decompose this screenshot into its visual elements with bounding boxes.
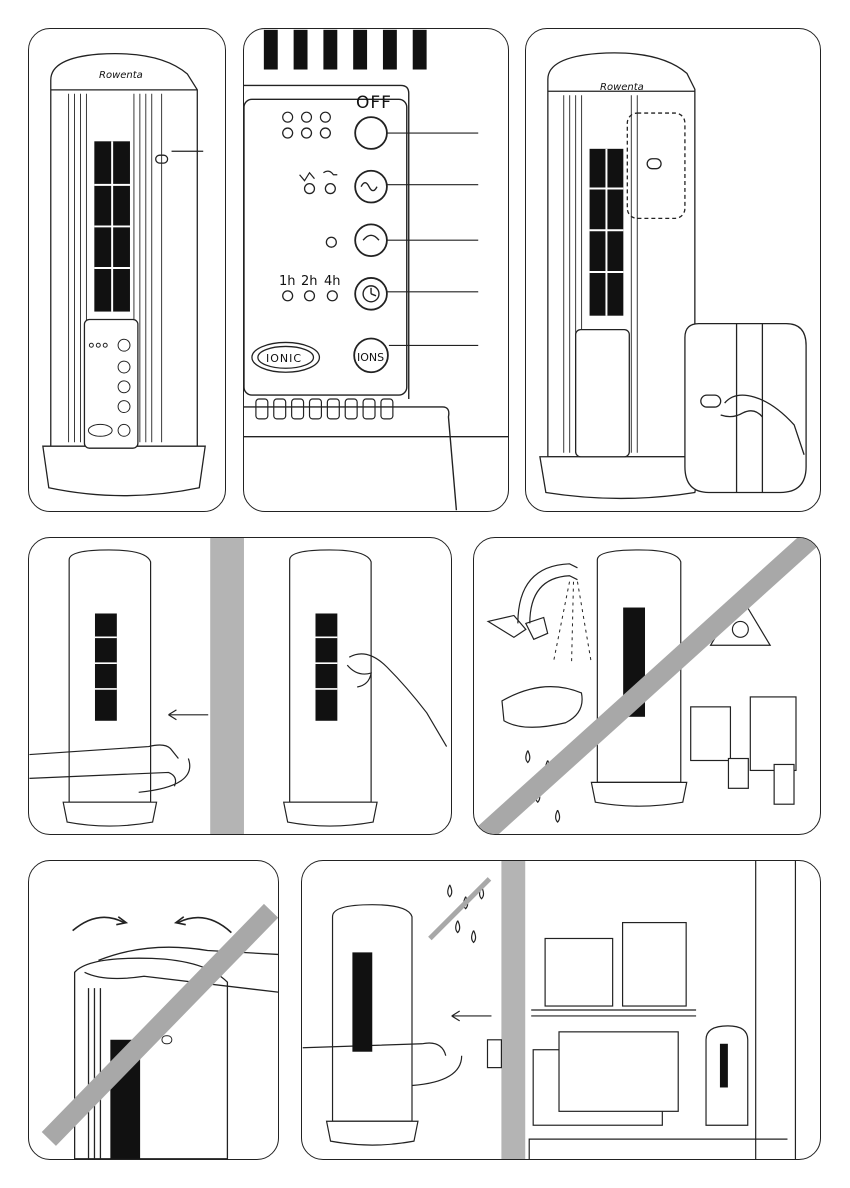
panel-no-water-chemicals xyxy=(473,537,821,835)
panel-switch-detail: Rowenta xyxy=(525,28,821,512)
timer-label-1h: 1h xyxy=(279,275,296,288)
brand-logo: Rowenta xyxy=(99,71,143,81)
panel-product-overview: Rowenta xyxy=(28,28,226,512)
timer-label-2h: 2h xyxy=(301,275,318,288)
panel-do-not-carry-by-top xyxy=(28,860,279,1160)
tower-fan-illustration xyxy=(29,29,225,511)
panel-control-panel-detail: OFF 1h 2h 4h IONIC IONS xyxy=(243,28,509,512)
off-label: OFF xyxy=(356,95,392,112)
ionic-logo: IONIC xyxy=(266,353,302,364)
panel-unplug-clean xyxy=(28,537,452,835)
ions-button-label: IONS xyxy=(357,352,384,363)
panel-storage xyxy=(301,860,821,1160)
timer-label-4h: 4h xyxy=(324,275,341,288)
brand-logo: Rowenta xyxy=(600,83,644,93)
